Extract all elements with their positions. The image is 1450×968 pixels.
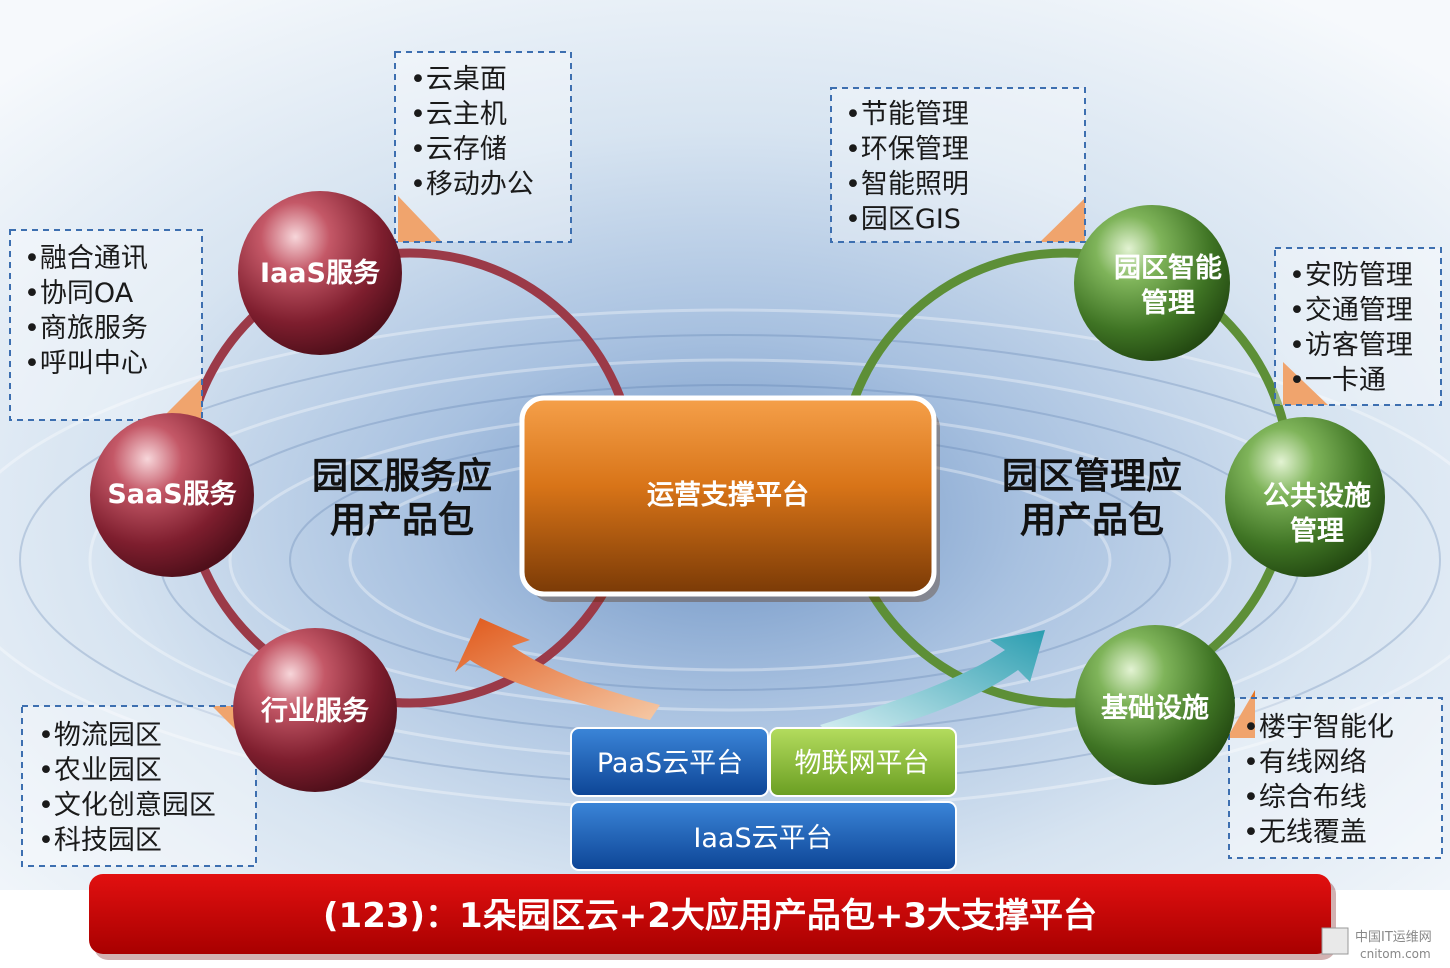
right-package-title-1: 园区管理应 — [1002, 456, 1182, 497]
industry-item: •物流园区 — [38, 720, 162, 751]
iaas-platform: IaaS云平台 — [570, 801, 957, 871]
paas-label: PaaS云平台 — [597, 748, 743, 779]
dashed-boxes — [9, 51, 1443, 867]
infra-item: •楼宇智能化 — [1243, 712, 1394, 743]
iaas-detail-box — [394, 51, 572, 243]
watermark-cn: 中国IT运维网 — [1355, 930, 1432, 945]
park-mgmt-item: •园区GIS — [845, 204, 961, 235]
left-package-title-2: 用产品包 — [330, 500, 474, 541]
node-saas-service: SaaS服务 — [90, 413, 254, 577]
public-item: •交通管理 — [1289, 295, 1413, 326]
summary-banner-text: (123)：1朵园区云+2大应用产品包+3大支撑平台 — [323, 896, 1097, 936]
node-industry-label: 行业服务 — [260, 695, 369, 727]
node-industry-service: 行业服务 — [233, 628, 397, 792]
public-item: •一卡通 — [1289, 365, 1386, 396]
watermark-logo: 中国IT运维网 cnitom.com — [1321, 927, 1432, 961]
park-mgmt-item: •智能照明 — [845, 169, 969, 200]
infra-item: •综合布线 — [1243, 782, 1367, 813]
infra-item: •无线覆盖 — [1243, 817, 1367, 848]
iot-platform: 物联网平台 — [769, 727, 957, 797]
node-saas-label: SaaS服务 — [107, 479, 236, 510]
node-iaas-service: IaaS服务 — [238, 191, 402, 355]
iaas-item: •云桌面 — [410, 64, 507, 95]
node-public-label-1: 公共设施 — [1263, 481, 1371, 512]
infra-item: •有线网络 — [1243, 747, 1367, 778]
watermark-en: cnitom.com — [1360, 947, 1431, 961]
saas-detail-box — [9, 229, 203, 421]
park-mgmt-detail-box — [830, 87, 1086, 243]
industry-item: •文化创意园区 — [38, 790, 216, 821]
node-park-smart-label-2: 管理 — [1141, 288, 1195, 319]
industry-item: •农业园区 — [38, 755, 162, 786]
node-park-smart-mgmt: 园区智能 管理 — [1074, 205, 1230, 361]
summary-banner: (123)：1朵园区云+2大应用产品包+3大支撑平台 — [89, 874, 1336, 960]
public-item: •访客管理 — [1289, 330, 1413, 361]
ops-support-platform: 运营支撑平台 — [519, 395, 940, 602]
node-public-facility-mgmt: 公共设施 管理 — [1225, 417, 1385, 577]
park-mgmt-item: •环保管理 — [845, 134, 969, 165]
left-package-title-1: 园区服务应 — [312, 456, 492, 497]
node-park-smart-label-1: 园区智能 — [1114, 252, 1222, 284]
park-mgmt-item: •节能管理 — [845, 99, 969, 130]
iaas-item: •移动办公 — [410, 169, 534, 200]
public-detail-box — [1274, 247, 1442, 406]
saas-item: •商旅服务 — [24, 313, 148, 344]
iaas-item: •云主机 — [410, 99, 507, 130]
saas-item: •融合通讯 — [24, 243, 148, 274]
iaas-item: •云存储 — [410, 134, 507, 165]
iaas-platform-label: IaaS云平台 — [693, 823, 832, 854]
upward-arrow-right — [820, 630, 1045, 740]
iot-label: 物联网平台 — [795, 748, 930, 779]
saas-item: •协同OA — [24, 278, 134, 309]
ops-support-label: 运营支撑平台 — [647, 479, 809, 511]
upward-arrow-left — [455, 618, 660, 720]
right-package-title-2: 用产品包 — [1020, 500, 1164, 541]
node-iaas-label: IaaS服务 — [260, 258, 380, 289]
node-infrastructure: 基础设施 — [1075, 625, 1235, 785]
node-infra-label: 基础设施 — [1101, 693, 1209, 724]
industry-item: •科技园区 — [38, 825, 162, 856]
infra-detail-box — [1228, 697, 1443, 859]
node-public-label-2: 管理 — [1290, 516, 1344, 547]
public-item: •安防管理 — [1289, 260, 1413, 291]
saas-item: •呼叫中心 — [24, 348, 148, 379]
industry-detail-box — [21, 705, 257, 867]
paas-platform: PaaS云平台 — [570, 727, 769, 797]
connector-triangles — [160, 196, 1328, 748]
